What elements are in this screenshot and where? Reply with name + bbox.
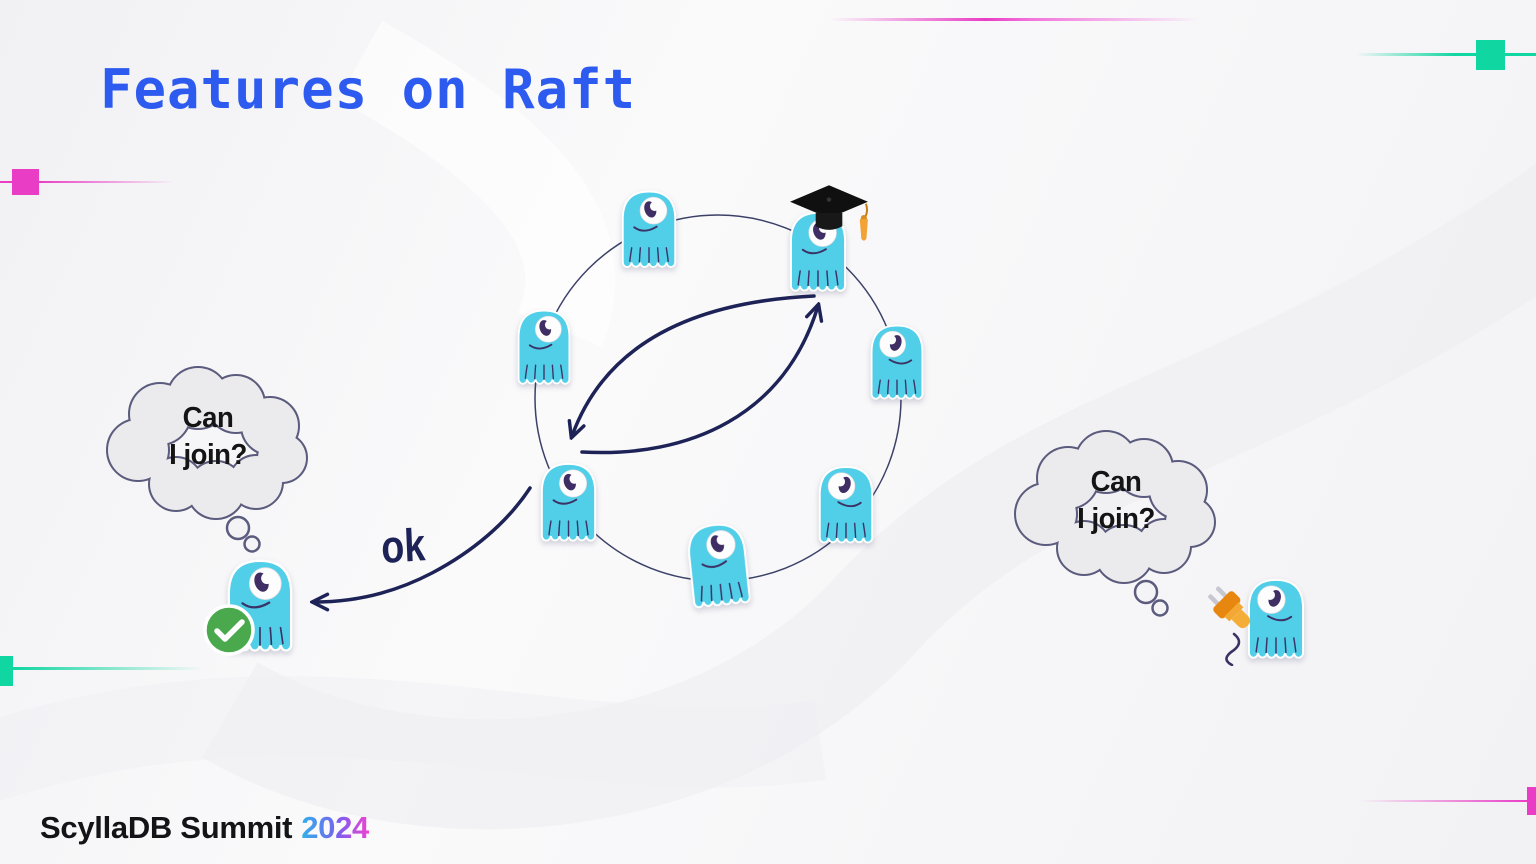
graduation-cap-icon [790, 185, 869, 241]
thought-bubble-left: Can I join? [98, 364, 318, 560]
scylla-node-top [617, 186, 681, 268]
decor-pink-line-top [830, 18, 1200, 21]
scylla-node-left [513, 303, 575, 387]
decor-pink-square-left [12, 169, 39, 195]
brand-name: ScyllaDB Summit [40, 810, 293, 845]
bubble-line: I join? [169, 439, 247, 471]
thought-bubble-left-text: Can I join? [104, 400, 313, 474]
decor-green-rect-bottomleft [0, 656, 13, 686]
scylla-node-bottom-right [814, 459, 878, 546]
ok-label: ok [380, 518, 427, 573]
arrow-leader-exchange-down [572, 294, 816, 436]
check-icon [203, 604, 255, 656]
bubble-line: I join? [1077, 503, 1155, 535]
decor-pink-line-bottomright [1360, 800, 1527, 802]
arrow-leader-exchange-up [580, 306, 818, 455]
decor-pink-line-left [0, 181, 175, 183]
brand-year: 2024 [301, 810, 369, 845]
scylla-node-bottom-left [536, 456, 601, 544]
thought-bubble-right: Can I join? [1006, 428, 1226, 624]
page-title: Features on Raft [100, 58, 637, 121]
plug-icon [1208, 586, 1251, 666]
bubble-line: Can [182, 402, 234, 434]
scylla-node-bottom-center [679, 511, 757, 615]
thought-bubble-right-text: Can I join? [1012, 464, 1221, 538]
decor-pink-rect-bottomright [1527, 787, 1536, 815]
scylla-node-right [866, 318, 928, 402]
bubble-line: Can [1090, 466, 1142, 498]
decor-green-line-topright [1356, 53, 1536, 56]
decor-green-line-bottomleft [13, 667, 203, 670]
decor-green-square-topright [1476, 40, 1505, 70]
